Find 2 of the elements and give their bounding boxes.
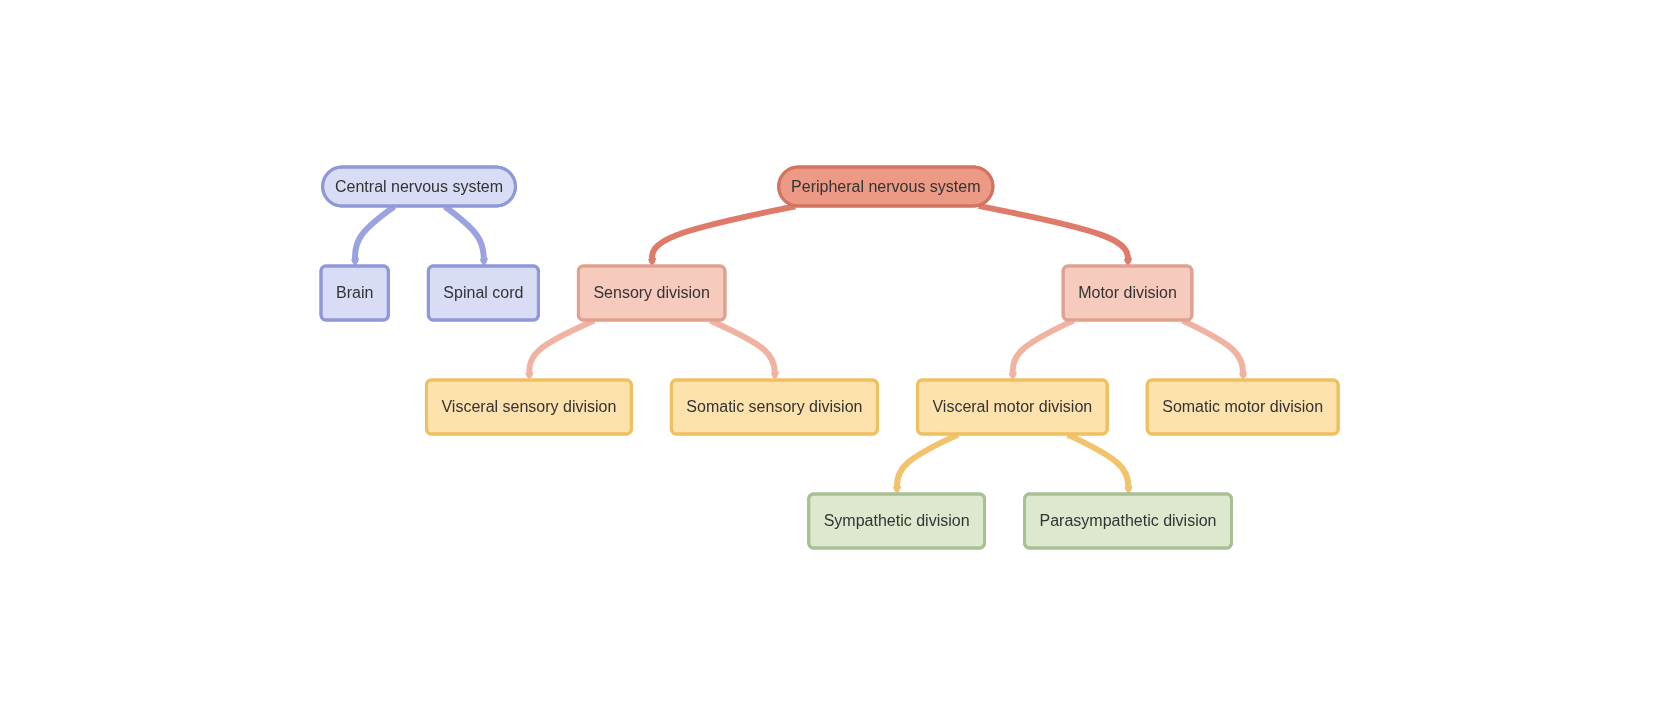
arrow bbox=[648, 203, 797, 267]
arrow bbox=[978, 202, 1133, 267]
